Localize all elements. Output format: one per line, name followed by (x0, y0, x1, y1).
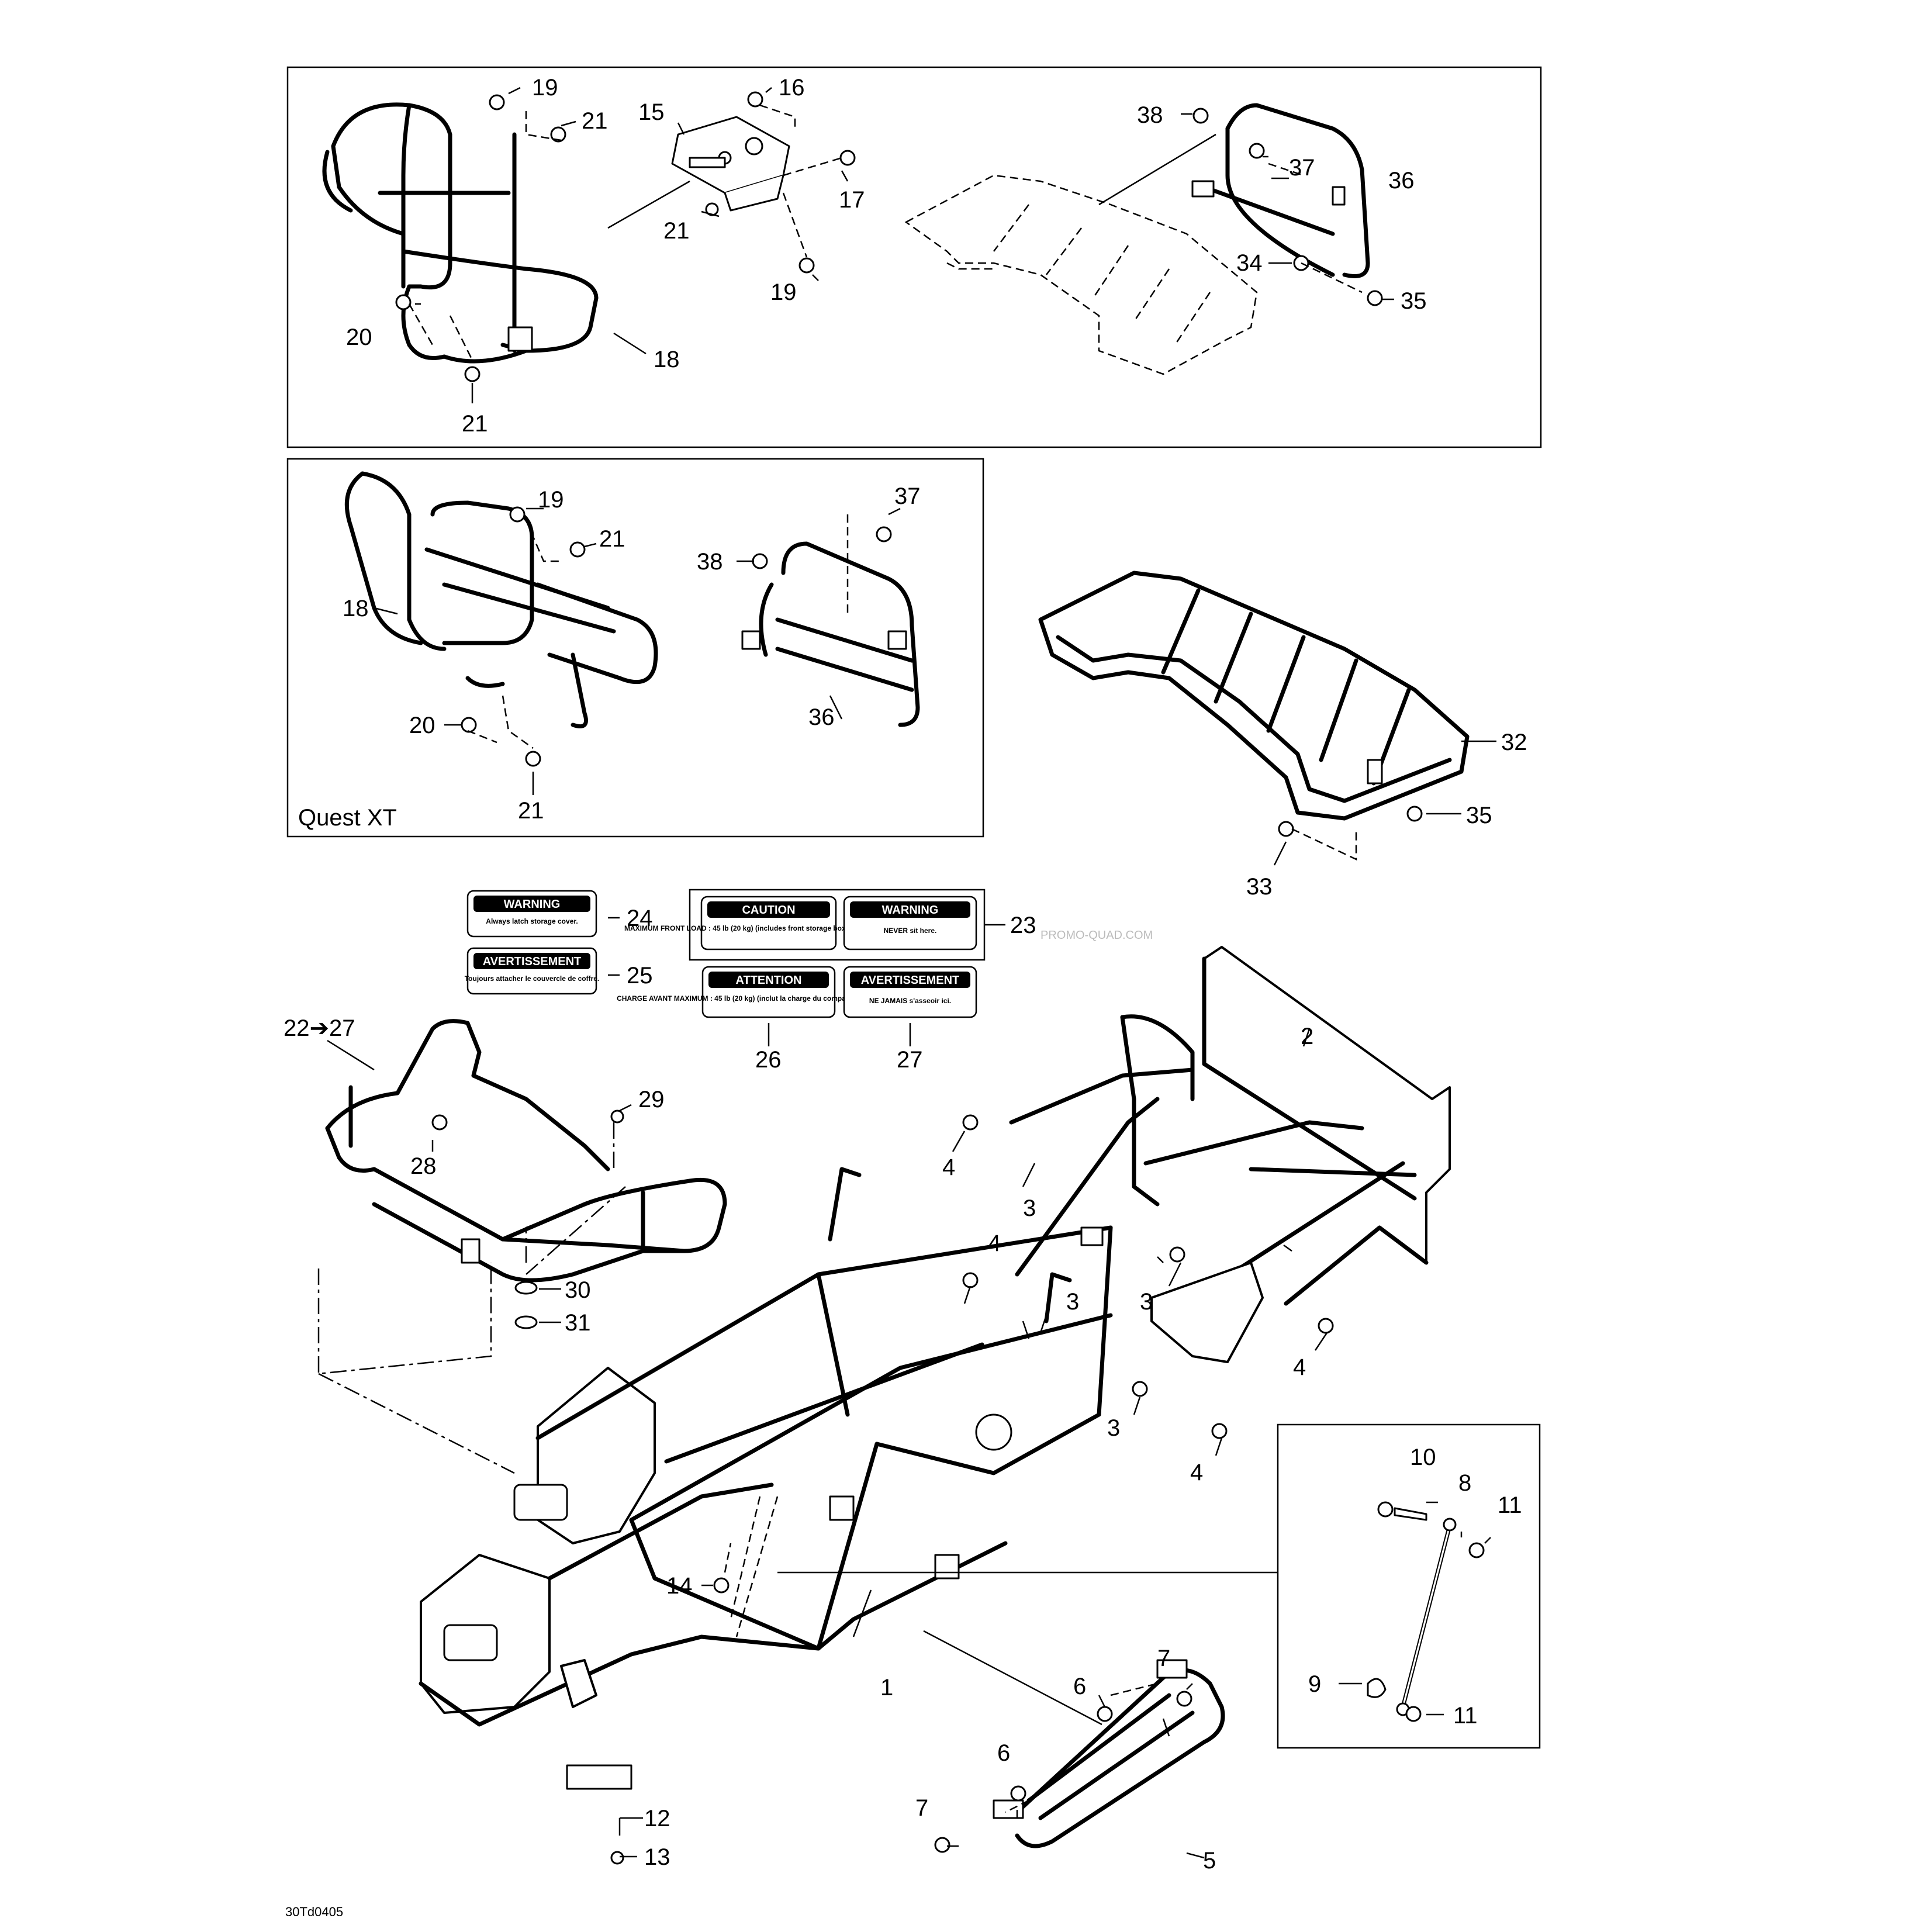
decal-27-title: AVERTISSEMENT (861, 974, 960, 987)
callout-11: 11 (1498, 1492, 1522, 1518)
callout-22-27: 22➔27 (284, 1015, 355, 1041)
callout-30: 30 (565, 1277, 591, 1303)
decal-27: AVERTISSEMENT NE JAMAIS s'asseoir ici. (843, 966, 977, 1018)
decal-24-title: WARNING (504, 898, 561, 911)
callout-19: 19 (538, 487, 564, 513)
callout-7: 7 (915, 1795, 928, 1821)
callout-21: 21 (462, 411, 488, 437)
callout-3: 3 (1107, 1415, 1120, 1441)
reference-code: 30Td0405 (285, 1905, 343, 1919)
callout-21: 21 (663, 218, 690, 244)
hardware (395, 91, 1423, 1865)
callout-14: 14 (666, 1573, 693, 1599)
callout-25: 25 (627, 963, 653, 989)
callout-4: 4 (1190, 1460, 1203, 1485)
callout-33: 33 (1246, 874, 1273, 900)
callout-3: 3 (1066, 1289, 1079, 1315)
callout-35: 35 (1401, 288, 1427, 314)
callout-21: 21 (582, 108, 608, 134)
callout-6: 6 (1073, 1674, 1086, 1699)
callout-36: 36 (1388, 168, 1415, 193)
callout-16: 16 (779, 75, 805, 101)
decal-23a: CAUTION MAXIMUM FRONT LOAD : 45 lb (20 k… (624, 896, 913, 951)
callout-9: 9 (1308, 1671, 1321, 1697)
main-frame (419, 1167, 1113, 1727)
callout-5: 5 (1203, 1848, 1216, 1874)
bracket-15 (671, 116, 790, 212)
callout-11: 11 (1453, 1703, 1478, 1729)
callout-18: 18 (343, 596, 369, 621)
decal-25-body: Toujours attacher le couvercle de coffre… (465, 974, 600, 983)
footrest (993, 1659, 1225, 1848)
callout-26: 26 (755, 1047, 782, 1073)
callout-23: 23 (1010, 913, 1036, 938)
callout-3: 3 (1140, 1289, 1153, 1315)
callout-12: 12 (644, 1806, 670, 1831)
callout-35: 35 (1466, 803, 1492, 828)
front-bumper-top (322, 102, 599, 364)
rear-rack-32 (1038, 571, 1470, 821)
callout-38: 38 (697, 549, 723, 575)
callout-3: 3 (1023, 1195, 1036, 1221)
callout-10: 10 (1410, 1444, 1436, 1470)
callout-2: 2 (1301, 1024, 1313, 1049)
callout-28: 28 (410, 1153, 437, 1179)
decal-27-body: NE JAMAIS s'asseoir ici. (869, 997, 951, 1005)
leader-lines (317, 87, 1496, 1859)
callout-17: 17 (839, 187, 865, 213)
callout-19: 19 (770, 279, 797, 305)
callout-4: 4 (942, 1155, 955, 1180)
callout-37: 37 (894, 483, 921, 509)
callout-18: 18 (654, 347, 680, 372)
callout-20: 20 (409, 713, 435, 738)
top-panel-box (286, 66, 1542, 448)
callout-31: 31 (565, 1310, 591, 1336)
quest-xt-label: Quest XT (298, 805, 397, 831)
callout-37: 37 (1289, 155, 1315, 181)
decal-25: AVERTISSEMENT Toujours attacher le couve… (465, 947, 600, 995)
callout-36: 36 (808, 704, 835, 730)
callout-20: 20 (346, 324, 372, 350)
callout-34: 34 (1236, 250, 1263, 276)
callout-15: 15 (638, 99, 665, 125)
callout-8: 8 (1458, 1470, 1471, 1496)
callout-38: 38 (1137, 102, 1163, 128)
rear-subframe (1009, 946, 1451, 1363)
decal-23b-body: NEVER sit here. (884, 927, 937, 935)
decal-24-body: Always latch storage cover. (486, 917, 578, 925)
callout-29: 29 (638, 1087, 665, 1112)
rear-bumper-top (1191, 103, 1370, 278)
decal-23a-title: CAUTION (742, 904, 795, 917)
decal-25-title: AVERTISSEMENT (483, 955, 582, 968)
callout-1: 1 (880, 1675, 893, 1701)
decal-24: WARNING Always latch storage cover. (466, 890, 597, 938)
rear-rack-dashed (904, 174, 1258, 375)
tie-rod (1367, 1501, 1485, 1722)
callout-24: 24 (627, 905, 653, 931)
callout-6: 6 (997, 1740, 1010, 1766)
decal-26-title: ATTENTION (736, 974, 802, 987)
callout-4: 4 (988, 1231, 1001, 1256)
front-rack (325, 1019, 727, 1283)
callout-4: 4 (1293, 1354, 1306, 1380)
callout-13: 13 (644, 1844, 670, 1870)
quest-xt-panel-box (286, 458, 984, 838)
callout-labels: 19 21 15 16 17 21 19 20 18 21 38 37 36 3… (284, 75, 1527, 1919)
callout-32: 32 (1501, 730, 1527, 755)
rear-bumper-quest (741, 541, 920, 727)
decal-23b-title: WARNING (882, 904, 939, 917)
front-bumper-quest (344, 471, 658, 728)
callout-7: 7 (1157, 1646, 1170, 1671)
decal-23b: WARNING NEVER sit here. (843, 896, 977, 951)
decal-23a-body: MAXIMUM FRONT LOAD : 45 lb (20 kg) (incl… (624, 924, 913, 932)
watermark: PROMO-QUAD.COM (1040, 929, 1153, 942)
callout-21: 21 (599, 526, 625, 552)
tie-rod-detail-box (1277, 1423, 1541, 1749)
callout-21: 21 (518, 798, 544, 824)
callout-19: 19 (532, 75, 558, 101)
callout-27: 27 (897, 1047, 923, 1073)
